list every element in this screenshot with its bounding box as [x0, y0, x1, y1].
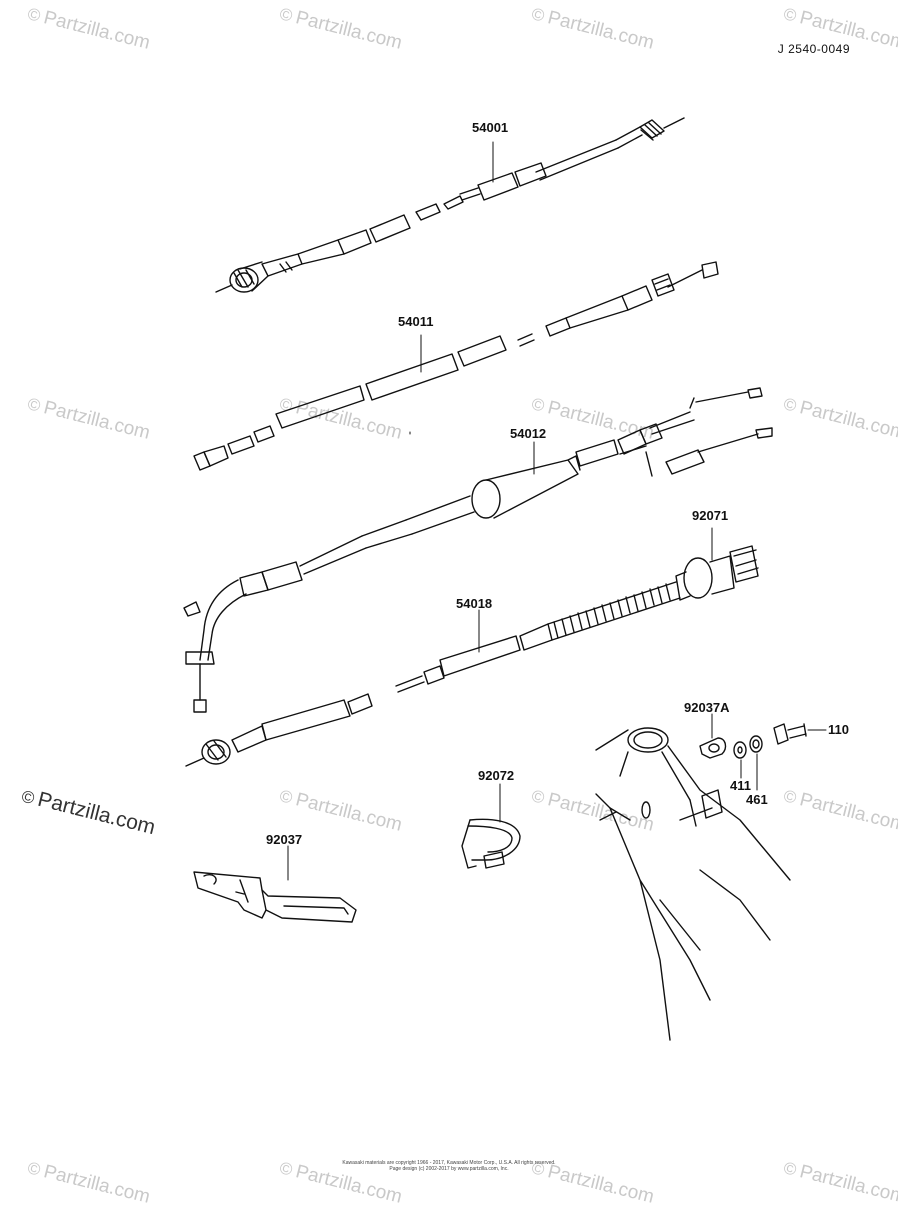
clamp-92072[interactable] [461, 783, 521, 869]
callout-461[interactable]: 461 [746, 792, 768, 807]
bolt-110[interactable] [773, 723, 827, 745]
callout-92072[interactable]: 92072 [478, 768, 515, 783]
figure-code: J 2540-0049 [777, 42, 850, 56]
cable-54018[interactable] [185, 581, 681, 767]
lockwasher-461[interactable] [749, 735, 763, 791]
clamp-92037A[interactable] [699, 713, 727, 759]
callout-92071[interactable]: 92071 [692, 508, 729, 523]
callout-54011[interactable]: 54011 [398, 314, 434, 329]
bracket-92037[interactable] [193, 845, 357, 923]
footer-line: Page design (c) 2002-2017 by www.partzil… [389, 1166, 509, 1172]
footer-line: Kawasaki materials are copyright 1966 - … [342, 1160, 556, 1166]
callout-54001[interactable]: 54001 [472, 120, 509, 135]
callout-411[interactable]: 411 [730, 778, 751, 793]
cable-54011[interactable] [193, 261, 719, 471]
callout-92037[interactable]: 92037 [266, 832, 303, 847]
frame-section [595, 727, 791, 1041]
washer-411[interactable] [733, 741, 747, 779]
callout-92037A[interactable]: 92037A [684, 700, 730, 715]
cable-54012[interactable] [183, 387, 773, 713]
copyright-footer: Kawasaki materials are copyright 1966 - … [0, 1160, 898, 1172]
guide-92071[interactable] [675, 527, 759, 601]
callout-54018[interactable]: 54018 [456, 596, 493, 611]
callout-54012[interactable]: 54012 [510, 426, 547, 441]
callout-110[interactable]: 110 [828, 722, 849, 737]
cable-54001[interactable] [215, 117, 685, 293]
